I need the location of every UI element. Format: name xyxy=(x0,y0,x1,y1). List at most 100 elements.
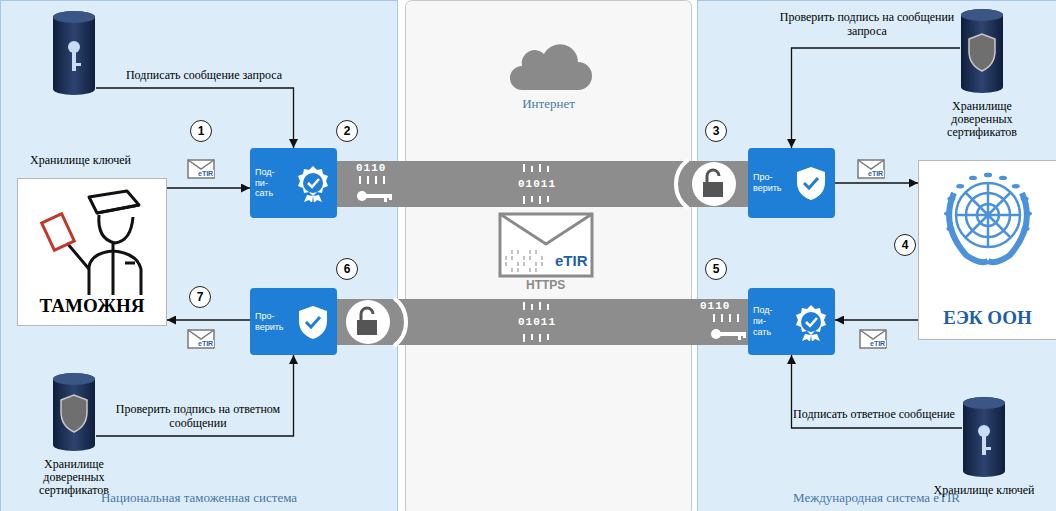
customs-officer-icon xyxy=(42,214,75,250)
storage-cylinder xyxy=(960,8,1004,94)
customs-officer-icon xyxy=(112,251,115,295)
customs-officer-icon xyxy=(97,205,139,213)
panel-backgrounds xyxy=(1,1,398,511)
panel-backgrounds xyxy=(406,1,692,511)
storage-cylinder xyxy=(963,397,1005,409)
https-envelope xyxy=(535,250,536,254)
connector-arrow xyxy=(167,187,250,188)
un-emblem xyxy=(969,176,977,180)
customs-box: ТАМОЖНЯ xyxy=(17,178,167,326)
https-envelope xyxy=(535,262,536,266)
key-glyph xyxy=(743,332,746,338)
callout-number: 3 xyxy=(705,120,727,142)
customs-officer-icon xyxy=(27,187,157,295)
https-envelope xyxy=(505,256,506,260)
envelope-icon xyxy=(188,160,214,169)
binary-code: 01011 xyxy=(518,179,556,190)
node-label: Под- пи- сать xyxy=(255,167,287,199)
pipe-bars xyxy=(360,164,738,342)
un-emblem xyxy=(1011,184,1019,188)
storage-cylinder xyxy=(962,396,1006,478)
edge-label: Подписать сообщение запроса xyxy=(104,68,304,82)
callout-number: 5 xyxy=(705,258,727,280)
verify-shield-icon xyxy=(797,167,825,200)
https-envelope xyxy=(500,214,592,276)
https-envelope xyxy=(500,214,592,276)
customs-officer-icon xyxy=(67,191,141,295)
storage-cylinder xyxy=(52,10,96,96)
sign-box: Под- пи- сать xyxy=(250,148,337,218)
https-envelope xyxy=(529,268,530,272)
un-emblem xyxy=(947,197,955,201)
sign-badge-icon xyxy=(802,334,820,341)
storage-cylinder xyxy=(986,447,991,450)
callout-number: 4 xyxy=(894,234,916,256)
storage-cylinder xyxy=(72,51,76,71)
sign-box: Под- пи- сать xyxy=(748,288,835,355)
edge-label: Проверить подпись на ответном сообщении xyxy=(108,402,288,431)
customs-officer-icon xyxy=(125,262,135,265)
https-pipe xyxy=(337,161,748,207)
lock-circle xyxy=(676,160,688,208)
https-envelope xyxy=(506,250,542,272)
envelope-mark: eTIR xyxy=(869,340,886,347)
callout-number: 2 xyxy=(336,120,358,142)
un-emblem xyxy=(949,183,1027,262)
node-label: Про- верить xyxy=(255,311,287,333)
un-emblem xyxy=(998,176,1006,180)
system-panel: Международная система eTIRПро- веритьХра… xyxy=(697,0,1056,511)
sign-badge-icon xyxy=(308,179,319,187)
https-envelope xyxy=(517,250,518,254)
connector-arrow xyxy=(835,319,918,320)
storage-cylinder xyxy=(982,435,986,455)
un-emblem xyxy=(1020,197,1028,201)
https-envelope xyxy=(529,250,530,254)
storage-cylinder xyxy=(61,395,87,432)
envelope-icon xyxy=(858,160,884,178)
https-envelope xyxy=(511,268,512,272)
storage-cylinder xyxy=(53,11,95,95)
key-glyph xyxy=(357,191,746,340)
https-envelope xyxy=(500,214,592,244)
sign-badge-icon xyxy=(806,318,817,326)
un-emblem xyxy=(984,173,992,177)
un-emblem xyxy=(944,211,952,215)
sign-badge-icon xyxy=(298,166,328,196)
callout-number: 6 xyxy=(336,258,358,280)
envelope-icon xyxy=(860,330,886,339)
envelope-icon xyxy=(860,330,886,348)
https-envelope xyxy=(505,262,506,266)
connector-arrow xyxy=(96,88,294,148)
customs-officer-icon xyxy=(89,191,139,213)
envelope-icon xyxy=(188,330,214,339)
key-glyph xyxy=(384,194,387,202)
https-envelope xyxy=(535,268,536,272)
node-label: Под- пи- сать xyxy=(753,305,785,337)
key-glyph xyxy=(362,194,392,198)
pipe-bars xyxy=(360,176,384,184)
node-label: Про- верить xyxy=(753,172,785,194)
key-storage: Хранилище ключей xyxy=(962,396,1006,478)
storage-cylinder xyxy=(53,373,95,451)
verify-shield-icon xyxy=(792,164,830,202)
https-pipe xyxy=(337,299,748,345)
lock-circle xyxy=(394,298,406,346)
verify-box: Про- верить xyxy=(748,148,835,218)
storage-cylinder xyxy=(53,373,95,385)
callout-number: 7 xyxy=(189,286,211,308)
sign-badge-icon xyxy=(303,173,323,193)
storage-cylinder xyxy=(969,34,995,71)
un-emblem xyxy=(946,226,954,230)
key-glyph xyxy=(738,332,741,340)
certificate-storage: Хранилище доверенных сертификатов xyxy=(960,8,1004,94)
lock-circle xyxy=(707,170,719,182)
un-emblem xyxy=(1021,226,1029,230)
customs-officer-icon xyxy=(99,215,133,243)
un-emblem xyxy=(1023,211,1031,215)
envelope-icon xyxy=(188,330,214,348)
https-envelope xyxy=(529,256,530,260)
https-envelope xyxy=(517,262,518,266)
key-storage: Хранилище ключей xyxy=(52,10,96,96)
callout-number: 1 xyxy=(190,120,212,142)
